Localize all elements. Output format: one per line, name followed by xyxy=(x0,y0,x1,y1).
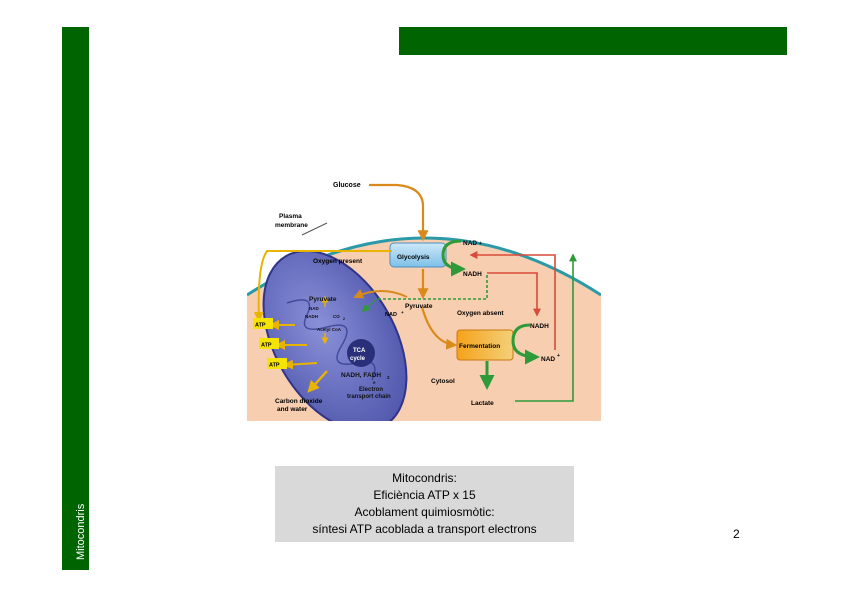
label-nadh-ferm: NADH xyxy=(530,323,549,330)
nad-plus-sup: + xyxy=(479,241,482,247)
label-lactate: Lactate xyxy=(471,400,494,407)
label-pyruvate-cytosol: Pyruvate xyxy=(405,303,433,310)
atp-text-2: ATP xyxy=(261,343,272,349)
co2-sub: 2 xyxy=(343,317,345,321)
membrane-pointer xyxy=(301,222,328,236)
label-cytosol: Cytosol xyxy=(431,378,455,385)
label-plasma: Plasma xyxy=(279,213,302,220)
mitochondrion xyxy=(262,249,408,421)
label-cycle: cycle xyxy=(350,356,366,362)
label-glucose: Glucose xyxy=(333,182,361,189)
label-transport-chain: transport chain xyxy=(347,394,391,400)
label-membrane: membrane xyxy=(275,222,308,229)
caption-line-4: síntesi ATP acoblada a transport electro… xyxy=(312,522,537,536)
glycolysis-box xyxy=(389,242,447,268)
sidebar-title-text: Mitocondris xyxy=(74,503,87,560)
fadh2-sub: 2 xyxy=(387,375,390,380)
metabolism-figure: Glucose Plasma membrane Oxygen present G… xyxy=(247,175,601,421)
label-mito-nadh: NADH xyxy=(305,314,318,319)
atp-badge-1 xyxy=(253,318,273,329)
nad-shuttle-sup: + xyxy=(401,310,404,315)
label-e-minus: e xyxy=(373,380,376,385)
label-mito-nad: NAD xyxy=(309,306,319,311)
label-fermentation: Fermentation xyxy=(459,343,500,350)
tca-cycle-circle xyxy=(347,339,375,367)
oxygen-present-arrow xyxy=(253,250,392,322)
label-nad-plus-ferm: NAD xyxy=(541,356,555,363)
label-nad-shuttle: NAD xyxy=(385,312,397,318)
lactate-export-arrow xyxy=(515,253,577,402)
page-number: 2 xyxy=(733,527,740,541)
atp-badge-3 xyxy=(267,358,287,369)
caption-line-2: Eficiència ATP x 15 xyxy=(373,488,476,502)
pyruvate-fermentation-arrow xyxy=(420,306,458,350)
label-nad-plus: NAD xyxy=(463,240,477,247)
label-glycolysis: Glycolysis xyxy=(397,254,430,261)
label-tca: TCA xyxy=(353,348,366,354)
nadh-red-arrow xyxy=(487,272,541,317)
atp-text-1: ATP xyxy=(255,323,266,329)
pyruvate-mito-arrow xyxy=(353,289,408,299)
caption-box: Mitocondris: Eficiència ATP x 15 Acoblam… xyxy=(275,466,574,542)
label-pyruvate-mito: Pyruvate xyxy=(309,296,337,303)
nadh-shuttle-arrow xyxy=(361,275,488,313)
caption-line-3: Acoblament quimiosmòtic: xyxy=(354,505,495,519)
atp-arrow-3 xyxy=(283,359,318,370)
label-mito-co2: CO xyxy=(333,314,340,319)
fermentation-nad-cycle xyxy=(511,323,540,365)
caption-line-1: Mitocondris: xyxy=(392,471,457,485)
sidebar-bar xyxy=(62,27,89,570)
label-electron: Electron xyxy=(359,387,383,393)
label-carbon-dioxide: Carbon dioxide xyxy=(275,398,323,405)
title-bar xyxy=(399,27,787,55)
atp-badge-2 xyxy=(259,338,279,349)
label-and-water: and water xyxy=(277,406,308,413)
label-acetyl-coa: Acetyl CoA xyxy=(317,327,342,332)
sidebar-title: Mitocondris xyxy=(62,27,89,570)
glucose-arrow xyxy=(369,183,429,242)
label-nadh: NADH xyxy=(463,271,482,278)
co2-water-arrow xyxy=(307,370,328,393)
figure-svg: Glucose Plasma membrane Oxygen present G… xyxy=(247,182,601,421)
nad-return-red-arrow xyxy=(469,251,556,350)
label-nadh-fadh2: NADH, FADH xyxy=(341,372,381,379)
glycolysis-nad-cycle xyxy=(441,239,466,277)
label-oxygen-absent: Oxygen absent xyxy=(457,310,504,317)
atp-text-3: ATP xyxy=(269,363,280,369)
nad-plus-ferm-sup: + xyxy=(557,353,560,359)
label-oxygen-present: Oxygen present xyxy=(313,258,363,265)
